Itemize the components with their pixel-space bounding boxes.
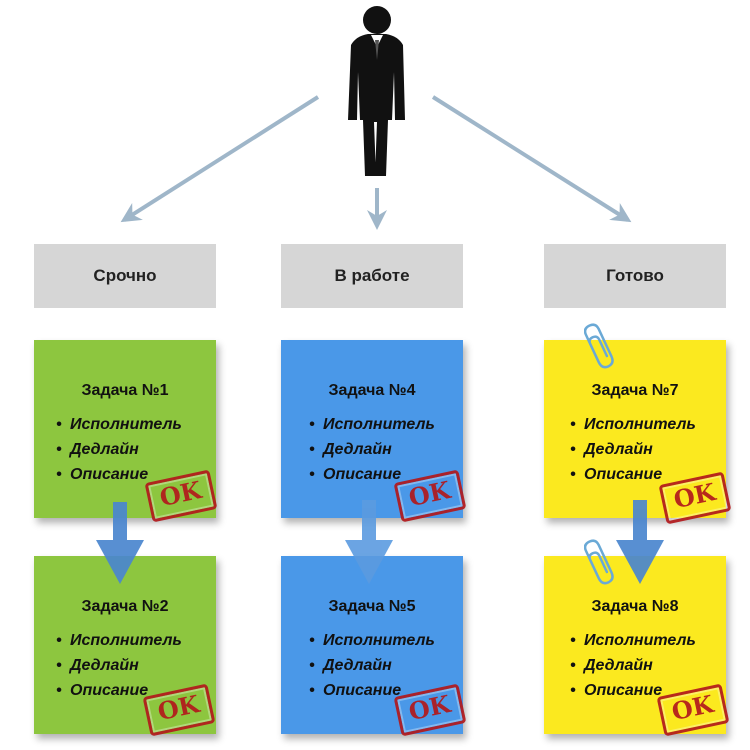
task-card-2: Задача №2 Исполнитель Дедлайн Описание O… bbox=[34, 556, 216, 737]
header-in-progress: В работе bbox=[281, 244, 463, 308]
task-title: Задача №8 bbox=[591, 598, 679, 615]
field-assignee: Исполнитель bbox=[301, 628, 435, 653]
task-fields: Исполнитель Дедлайн Описание bbox=[48, 628, 182, 703]
field-deadline: Дедлайн bbox=[48, 653, 182, 678]
field-description: Описание bbox=[562, 462, 696, 487]
field-description: Описание bbox=[48, 678, 182, 703]
field-assignee: Исполнитель bbox=[562, 412, 696, 437]
businessman-icon bbox=[348, 6, 405, 176]
arrow-to-urgent bbox=[120, 95, 320, 223]
arrow-task4-to-task5 bbox=[345, 500, 393, 584]
header-done: Готово bbox=[544, 244, 726, 308]
task-title: Задача №1 bbox=[81, 382, 169, 399]
task-card-1: Задача №1 Исполнитель Дедлайн Описание O… bbox=[34, 340, 218, 523]
task-title: Задача №7 bbox=[591, 382, 679, 399]
top-arrows bbox=[120, 6, 632, 230]
paperclip-icon bbox=[584, 539, 614, 585]
task-fields: Исполнитель Дедлайн Описание bbox=[301, 628, 435, 703]
arrow-to-done bbox=[431, 95, 632, 223]
task-title: Задача №2 bbox=[81, 598, 169, 615]
paperclip-icon bbox=[584, 323, 614, 369]
field-deadline: Дедлайн bbox=[301, 653, 435, 678]
field-description: Описание bbox=[48, 462, 182, 487]
task-card-5: Задача №5 Исполнитель Дедлайн Описание O… bbox=[281, 556, 467, 737]
task-fields: Исполнитель Дедлайн Описание bbox=[562, 628, 696, 703]
task-fields: Исполнитель Дедлайн Описание bbox=[562, 412, 696, 487]
field-assignee: Исполнитель bbox=[301, 412, 435, 437]
field-description: Описание bbox=[301, 462, 435, 487]
task-title: Задача №5 bbox=[328, 598, 416, 615]
task-fields: Исполнитель Дедлайн Описание bbox=[301, 412, 435, 487]
field-deadline: Дедлайн bbox=[562, 653, 696, 678]
field-deadline: Дедлайн bbox=[301, 437, 435, 462]
field-assignee: Исполнитель bbox=[562, 628, 696, 653]
field-assignee: Исполнитель bbox=[48, 628, 182, 653]
field-description: Описание bbox=[562, 678, 696, 703]
task-fields: Исполнитель Дедлайн Описание bbox=[48, 412, 182, 487]
arrow-task7-to-task8 bbox=[616, 500, 664, 584]
field-description: Описание bbox=[301, 678, 435, 703]
task-card-7: Задача №7 Исполнитель Дедлайн Описание O… bbox=[544, 340, 732, 525]
field-deadline: Дедлайн bbox=[562, 437, 696, 462]
header-urgent: Срочно bbox=[34, 244, 216, 308]
task-card-8: Задача №8 Исполнитель Дедлайн Описание O… bbox=[544, 556, 730, 737]
field-deadline: Дедлайн bbox=[48, 437, 182, 462]
task-title: Задача №4 bbox=[328, 382, 416, 399]
task-card-4: Задача №4 Исполнитель Дедлайн Описание O… bbox=[281, 340, 467, 523]
field-assignee: Исполнитель bbox=[48, 412, 182, 437]
arrow-task1-to-task2 bbox=[96, 502, 144, 584]
